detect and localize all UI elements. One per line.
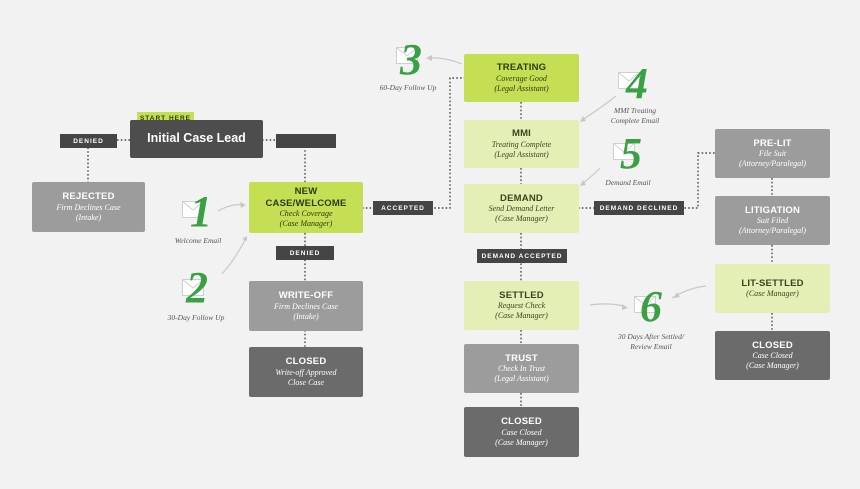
demand-accepted-tag: DEMAND ACCEPTED bbox=[477, 249, 567, 263]
new-case-welcome-box[interactable]: NEW CASE/WELCOME Check Coverage (Case Ma… bbox=[249, 182, 363, 233]
box-line: Request Check bbox=[497, 301, 546, 311]
box-line: (Case Manager) bbox=[746, 361, 799, 371]
arrow-step-6a bbox=[589, 303, 627, 308]
box-line: (Case Manager) bbox=[495, 311, 548, 321]
step-caption-2: 30-Day Follow Up bbox=[167, 313, 225, 322]
connector-demand-prelit bbox=[578, 152, 715, 209]
box-line: (Legal Assistant) bbox=[494, 83, 549, 93]
demand-box[interactable]: DEMAND Send Demand Letter (Case Manager) bbox=[464, 184, 579, 233]
connector-newcase-treating bbox=[362, 77, 464, 209]
box-line: Coverage Good bbox=[496, 73, 547, 83]
accepted-tag: ACCEPTED bbox=[373, 201, 433, 215]
box-line: (Intake) bbox=[75, 212, 102, 222]
denied-tag-left: DENIED bbox=[60, 134, 117, 148]
treating-box[interactable]: TREATING Coverage Good (Legal Assistant) bbox=[464, 54, 579, 102]
box-line: (Legal Assistant) bbox=[494, 149, 549, 159]
envelope-icon bbox=[618, 72, 640, 89]
step-caption-4a: MMI Treating bbox=[613, 106, 656, 115]
arrow-step-1 bbox=[217, 204, 245, 212]
closed-lit-box[interactable]: CLOSED Case Closed (Case Manager) bbox=[715, 331, 830, 380]
box-line: Case Closed bbox=[501, 427, 542, 437]
box-title: CLOSED bbox=[285, 356, 327, 368]
box-title: CLOSED bbox=[501, 416, 542, 428]
envelope-icon bbox=[396, 47, 418, 64]
mmi-box[interactable]: MMI Treating Complete (Legal Assistant) bbox=[464, 120, 579, 168]
box-line: Check Coverage bbox=[279, 209, 333, 219]
box-line: (Case Manager) bbox=[279, 219, 333, 229]
closed-writeoff-box[interactable]: CLOSED Write-off Approved Close Case bbox=[249, 347, 363, 397]
step-number-5: 5 bbox=[620, 129, 642, 178]
rejected-box[interactable]: REJECTED Firm Declines Case (Intake) bbox=[32, 182, 145, 232]
box-line: Case Closed bbox=[752, 351, 793, 361]
settled-box[interactable]: SETTLED Request Check (Case Manager) bbox=[464, 281, 579, 330]
envelope-icon bbox=[613, 143, 635, 160]
box-title: MMI bbox=[511, 128, 532, 140]
box-line: (Intake) bbox=[293, 311, 319, 321]
box-title: NEW CASE/WELCOME bbox=[265, 185, 347, 209]
step-number-1: 1 bbox=[190, 187, 212, 236]
demand-declined-tag: DEMAND DECLINED bbox=[594, 201, 684, 215]
box-line: Firm Declines Case bbox=[274, 301, 338, 311]
box-line: Write-off Approved bbox=[275, 367, 337, 377]
lit-settled-box[interactable]: LIT-SETTLED (Case Manager) bbox=[715, 264, 830, 313]
step-caption-1: Welcome Email bbox=[174, 236, 222, 245]
litigation-box[interactable]: LITIGATION Suit Filed (Attorney/Paralega… bbox=[715, 196, 830, 245]
box-title: SETTLED bbox=[499, 289, 544, 301]
box-title: Initial Case Lead bbox=[147, 131, 246, 146]
box-title: WRITE-OFF bbox=[278, 290, 334, 302]
step-caption-3: 60-Day Follow Up bbox=[379, 83, 437, 92]
step-caption-6b: Review Email bbox=[630, 342, 672, 351]
box-title: TREATING bbox=[496, 62, 547, 74]
step-number-4: 4 bbox=[626, 59, 648, 108]
box-title: REJECTED bbox=[62, 191, 115, 203]
envelope-icon bbox=[182, 201, 204, 218]
box-title: LITIGATION bbox=[744, 204, 801, 216]
write-off-box[interactable]: WRITE-OFF Firm Declines Case (Intake) bbox=[249, 281, 363, 331]
box-line: Suit Filed bbox=[756, 216, 789, 226]
envelope-icon bbox=[634, 296, 656, 313]
box-line: (Attorney/Paralegal) bbox=[738, 226, 807, 236]
step-number-3: 3 bbox=[400, 35, 422, 84]
pre-lit-box[interactable]: PRE-LIT File Suit (Attorney/Paralegal) bbox=[715, 129, 830, 178]
step-caption-6a: 30 Days After Settled/ bbox=[618, 332, 684, 341]
step-caption-4b: Complete Email bbox=[610, 116, 660, 125]
box-line: File Suit bbox=[758, 149, 787, 159]
step-caption-5: Demand Email bbox=[605, 178, 651, 187]
arrow-step-6b bbox=[671, 285, 707, 299]
denied-tag-below: DENIED bbox=[276, 246, 334, 260]
arrow-step-4 bbox=[581, 95, 617, 121]
blank-tag-right bbox=[276, 134, 336, 148]
trust-box[interactable]: TRUST Check In Trust (Legal Assistant) bbox=[464, 344, 579, 393]
box-line: (Case Manager) bbox=[495, 214, 548, 224]
box-line: Firm Declines Case bbox=[56, 202, 121, 212]
closed-trust-box[interactable]: CLOSED Case Closed (Case Manager) bbox=[464, 407, 579, 457]
box-title: LIT-SETTLED bbox=[741, 277, 804, 289]
arrow-step-2 bbox=[221, 237, 247, 275]
step-number-2: 2 bbox=[186, 263, 208, 312]
box-title: CLOSED bbox=[752, 339, 793, 351]
envelope-icon bbox=[182, 279, 204, 296]
initial-case-lead-box[interactable]: Initial Case Lead bbox=[130, 120, 263, 158]
box-title: TRUST bbox=[505, 352, 538, 364]
box-line: Treating Complete bbox=[491, 139, 552, 149]
box-line: (Case Manager) bbox=[495, 437, 548, 447]
box-line: Close Case bbox=[287, 377, 325, 387]
box-line: Check In Trust bbox=[497, 364, 546, 374]
box-line: (Legal Assistant) bbox=[494, 374, 549, 384]
step-number-6: 6 bbox=[640, 282, 662, 331]
box-title: DEMAND bbox=[500, 192, 543, 204]
arrow-step-3 bbox=[427, 57, 463, 65]
box-title: PRE-LIT bbox=[753, 137, 792, 149]
box-line: Send Demand Letter bbox=[488, 204, 555, 214]
box-line: (Attorney/Paralegal) bbox=[738, 159, 807, 169]
box-line: (Case Manager) bbox=[746, 289, 799, 299]
